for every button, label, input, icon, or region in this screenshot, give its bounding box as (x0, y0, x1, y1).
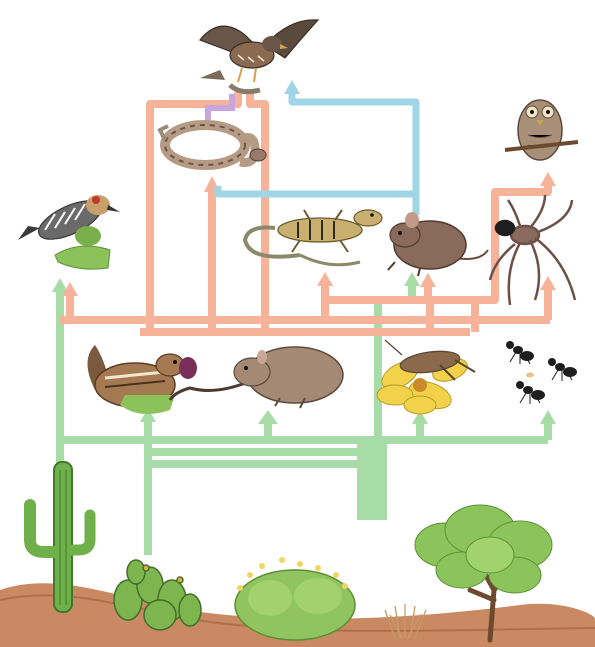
grasshopper-on-flower-icon (377, 340, 475, 414)
mouse-icon (388, 212, 488, 276)
rattlesnake-icon (160, 125, 266, 165)
ground-squirrel-icon (88, 345, 198, 414)
snake-to-hawk-arrow (208, 94, 232, 120)
ants-icon (506, 341, 577, 404)
predator-arrow-heads (284, 80, 300, 94)
flowering-shrub-icon (235, 557, 355, 640)
spider-icon (490, 195, 575, 305)
predator-energy-arrows (218, 92, 416, 215)
hawk-icon (200, 20, 318, 92)
owl-icon (505, 100, 578, 160)
kangaroo-rat-icon (170, 347, 343, 408)
prickly-pear-cactus-icon (114, 560, 201, 630)
woodpecker-icon (18, 193, 120, 269)
